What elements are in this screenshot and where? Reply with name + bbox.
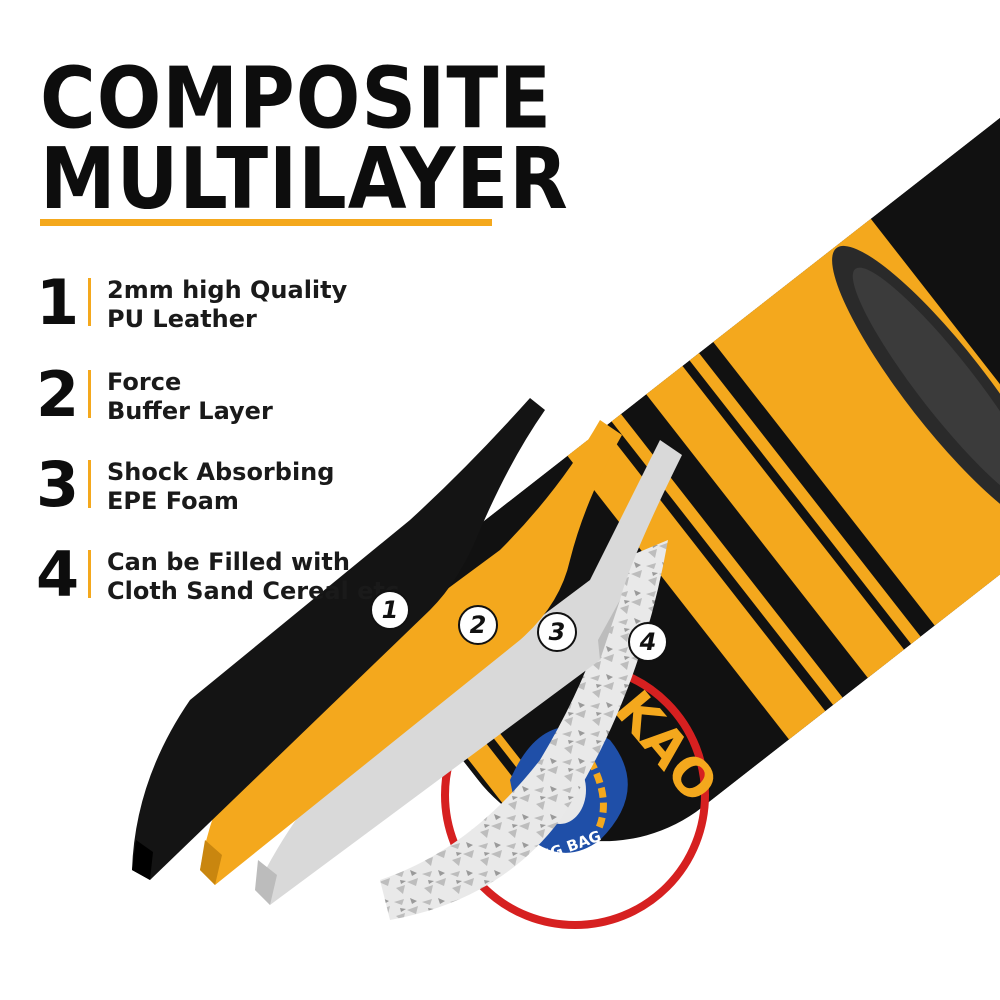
feature-line-1: Shock Absorbing — [107, 458, 335, 486]
feature-item-1: 1 2mm high Quality PU Leather — [36, 270, 436, 336]
feature-description: Can be Filled with Cloth Sand Cereal etc — [107, 548, 399, 606]
feature-number: 4 — [36, 538, 80, 611]
buffer-layer — [200, 420, 622, 885]
feature-line-2: EPE Foam — [107, 487, 239, 515]
feature-number: 3 — [36, 448, 80, 521]
feature-divider — [88, 370, 91, 418]
feature-line-2: Cloth Sand Cereal etc — [107, 577, 400, 605]
feature-line-1: Force — [107, 368, 182, 396]
feature-line-2: Buffer Layer — [107, 397, 273, 425]
layer-label-3: 3 — [537, 612, 577, 652]
feature-item-4: 4 Can be Filled with Cloth Sand Cereal e… — [36, 542, 436, 608]
feature-line-1: Can be Filled with — [107, 548, 350, 576]
feature-description: Shock Absorbing EPE Foam — [107, 458, 334, 516]
layer-label-2: 2 — [458, 605, 498, 645]
filling-layer — [380, 540, 668, 920]
feature-divider — [88, 550, 91, 598]
leather-layer — [132, 398, 545, 880]
title-underline — [40, 219, 492, 226]
feature-item-2: 2 Force Buffer Layer — [36, 362, 436, 428]
feature-line-1: 2mm high Quality — [107, 276, 348, 304]
layer-label-4: 4 — [628, 622, 668, 662]
feature-divider — [88, 460, 91, 508]
feature-number: 2 — [36, 358, 80, 431]
feature-divider — [88, 278, 91, 326]
feature-description: 2mm high Quality PU Leather — [107, 276, 347, 334]
title-line-2: MULTILAYER — [40, 128, 569, 229]
feature-description: Force Buffer Layer — [107, 368, 273, 426]
title-line-1: COMPOSITE — [40, 47, 553, 148]
feature-item-3: 3 Shock Absorbing EPE Foam — [36, 452, 436, 518]
feature-line-2: PU Leather — [107, 305, 257, 333]
feature-number: 1 — [36, 266, 80, 339]
page-title: COMPOSITE MULTILAYER — [40, 47, 569, 229]
layer-label-1: 1 — [370, 590, 410, 630]
